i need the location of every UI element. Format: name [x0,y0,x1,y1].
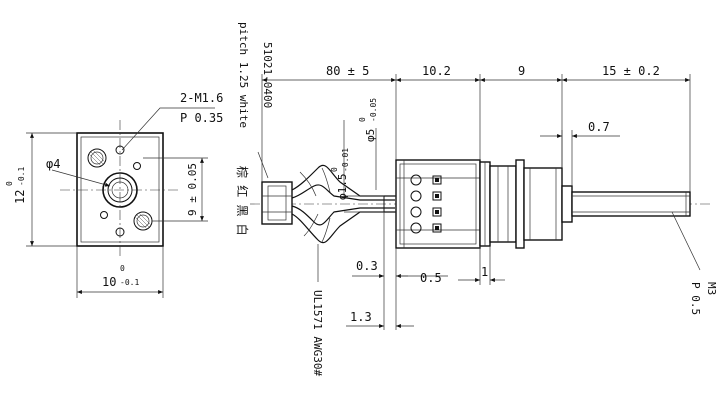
screw-hole-left [100,211,108,219]
central-boss-outer [102,172,138,208]
width-dim-tol-upper: 0 [120,264,125,273]
shaft-dia-tol-lower: -0.05 [369,98,378,122]
front-view: 2-M1.6 P 0.35 φ4 12 0 -0.1 9 ± 0.05 10 0… [5,91,223,298]
thread-pitch: P 0.35 [180,111,223,125]
width-dim-main: 10 [102,275,116,289]
connector-housing [261,181,293,225]
dim-1: 1 [481,265,488,279]
terminal-block [395,159,481,249]
inner-dia-tol-upper: 0 [330,167,339,172]
terminal-4 [410,222,422,234]
terminal-3 [410,206,422,218]
shaft-thread-leader [671,211,701,271]
wire-colors: 棕 红 黑 白 [235,166,250,236]
dim-0-5: 0.5 [420,271,442,285]
screw-hole-top [115,145,125,155]
shaft-pitch: P 0.5 [689,282,702,315]
dim-0-7: 0.7 [588,120,610,134]
length-dim-1: 80 ± 5 [326,64,369,78]
shaft-dia-main: φ5 [364,129,377,142]
central-boss-inner [107,177,133,203]
dim-1-3: 1.3 [350,310,372,324]
dim-0-3: 0.3 [356,259,378,273]
terminal-block-inner [399,163,477,245]
height-dim-tol-upper: 0 [5,181,14,186]
connector-part-number: 51021-0400 [261,42,274,108]
length-dim-4: 15 ± 0.2 [602,64,660,78]
thread-callout-leader [121,107,215,151]
shaft-flange [561,185,573,223]
collar-3 [515,159,525,249]
width-dim-tol-lower: -0.1 [120,278,139,287]
diameter-leader [51,169,111,187]
side-view: 80 ± 5 10.2 9 15 ± 0.2 0.7 φ5 0 -0.05 φ1… [250,64,718,376]
height-dim-tol-lower: -0.1 [17,167,26,186]
wire-bundle [291,164,395,244]
length-dim-3: 9 [518,64,525,78]
collar-2 [489,165,517,243]
terminal-2 [410,190,422,202]
connector-pitch-note: pitch 1.25 white [237,22,250,128]
height-dim-main: 12 [13,190,27,204]
mount-hole-bottom-right-inner [136,214,150,228]
connector-leader [257,151,269,179]
central-boss-core [111,181,129,199]
thread-callout: 2-M1.6 [180,91,223,105]
wire-spec: UL1571 AWG30# [311,290,324,376]
hole-spacing-dim: 9 ± 0.05 [186,163,199,216]
inner-dia-tol-lower: -0.01 [341,148,350,172]
screw-hole-right [133,162,141,170]
length-dim-2: 10.2 [422,64,451,78]
mount-hole-top-left [87,148,107,168]
shaft-thread: M3 [705,282,718,295]
inner-dia-main: φ1.5 [336,174,349,201]
screw-hole-bottom [115,227,125,237]
connector-notes: 51021-0400 pitch 1.25 white 棕 红 黑 白 [235,22,274,236]
connector-housing-inner [267,185,287,221]
shaft-dia-tol-upper: 0 [358,117,367,122]
diameter-label: φ4 [46,157,60,171]
terminal-1 [410,174,422,186]
mount-hole-top-left-inner [90,151,104,165]
